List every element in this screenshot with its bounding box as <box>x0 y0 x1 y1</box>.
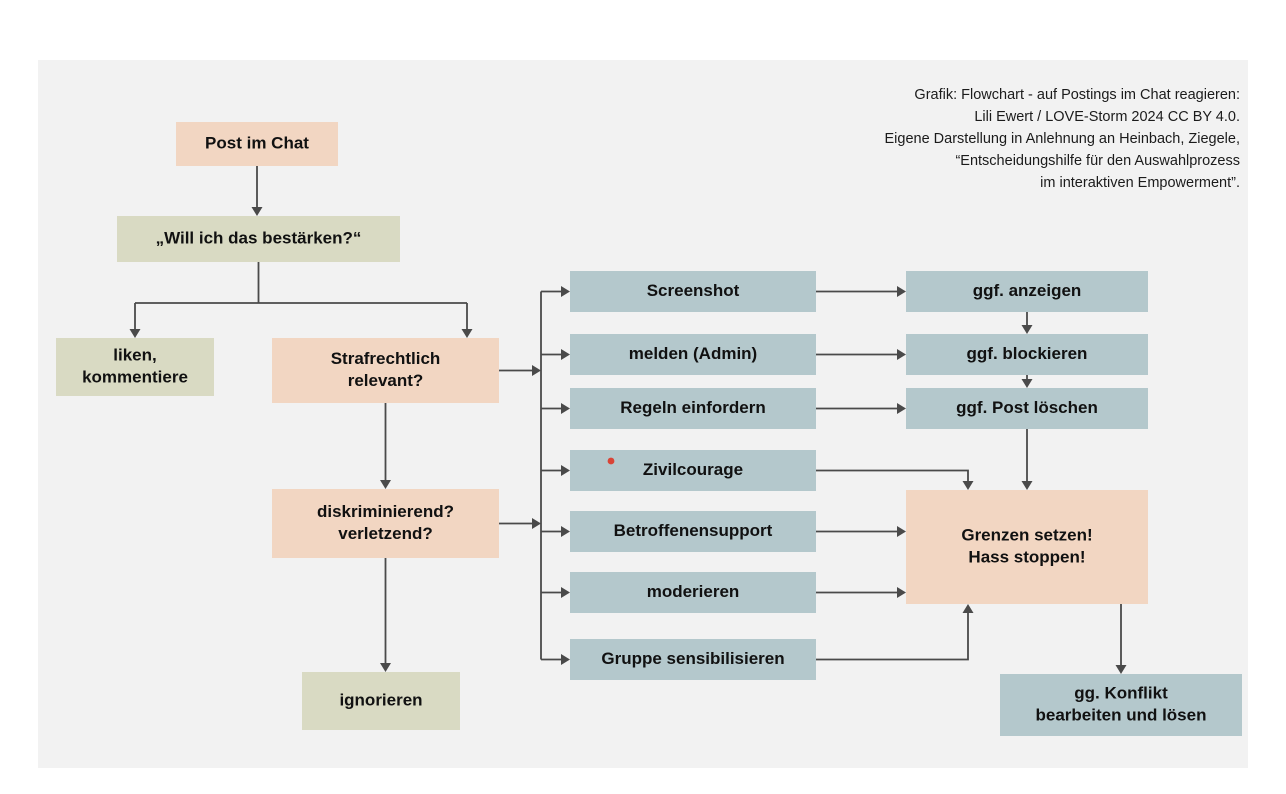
flow-node-box-zivil[interactable] <box>570 450 816 491</box>
flow-node-label-strafrecht: Strafrechtlich <box>331 349 441 368</box>
flow-node-zivil[interactable]: Zivilcourage <box>570 450 816 491</box>
flow-node-konflikt[interactable]: gg. Konflikt bearbeiten und lösen <box>1000 674 1242 736</box>
flow-node-label-grenzen: Hass stoppen! <box>968 547 1085 566</box>
flow-node-box-konflikt[interactable] <box>1000 674 1242 736</box>
flow-node-label-grenzen: Grenzen setzen! <box>961 525 1092 544</box>
flow-node-box-gruppe[interactable] <box>570 639 816 680</box>
flow-node-box-melden[interactable] <box>570 334 816 375</box>
flow-node-support[interactable]: Betroffenensupport <box>570 511 816 552</box>
flow-node-label-ignorieren: ignorieren <box>339 690 422 709</box>
credit-line-2: Eigene Darstellung in Anlehnung an Heinb… <box>885 131 1241 147</box>
flow-node-label-regeln: Regeln einfordern <box>620 398 765 417</box>
flow-node-label-support: Betroffenensupport <box>614 521 773 540</box>
flow-node-label-konflikt: gg. Konflikt <box>1074 683 1168 702</box>
node-layer: Post im Chat „Will ich das bestärken?“ lik… <box>56 122 1242 736</box>
flow-node-label-diskrim: verletzend? <box>338 524 432 543</box>
flow-node-label-blockieren: ggf. blockieren <box>967 344 1088 363</box>
flow-node-label-anzeigen: ggf. anzeigen <box>973 281 1082 300</box>
credit-line-0: Grafik: Flowchart - auf Postings im Chat… <box>914 87 1240 103</box>
flow-node-grenzen[interactable]: Grenzen setzen! Hass stoppen! <box>906 490 1148 604</box>
flow-node-label-melden: melden (Admin) <box>629 344 757 363</box>
flow-node-box-regeln[interactable] <box>570 388 816 429</box>
flow-node-diskrim[interactable]: diskriminierend? verletzend? <box>272 489 499 558</box>
flow-node-post[interactable]: Post im Chat <box>176 122 338 166</box>
flow-node-label-loeschen: ggf. Post löschen <box>956 398 1098 417</box>
flow-node-label-liken: kommentiere <box>82 367 188 386</box>
credit-line-1: Lili Ewert / LOVE-Storm 2024 CC BY 4.0. <box>974 109 1240 125</box>
flow-node-label-gruppe: Gruppe sensibilisieren <box>601 649 784 668</box>
flow-node-screenshot[interactable]: Screenshot <box>570 271 816 312</box>
flow-node-box-post[interactable] <box>176 122 338 166</box>
flow-node-label-konflikt: bearbeiten und lösen <box>1036 705 1207 724</box>
flow-node-label-post: Post im Chat <box>205 133 309 152</box>
flow-node-box-blockieren[interactable] <box>906 334 1148 375</box>
flow-node-label-screenshot: Screenshot <box>647 281 740 300</box>
flow-node-loeschen[interactable]: ggf. Post löschen <box>906 388 1148 429</box>
flow-node-moderieren[interactable]: moderieren <box>570 572 816 613</box>
flow-node-label-zivil: Zivilcourage <box>643 460 743 479</box>
flow-node-box-grenzen[interactable] <box>906 490 1148 604</box>
flow-node-box-ignorieren[interactable] <box>302 672 460 730</box>
flow-node-box-diskrim[interactable] <box>272 489 499 558</box>
connector-layer <box>129 166 1127 674</box>
flow-node-label-moderieren: moderieren <box>647 582 740 601</box>
flow-node-box-loeschen[interactable] <box>906 388 1148 429</box>
flow-node-label-diskrim: diskriminierend? <box>317 502 454 521</box>
flow-node-liken[interactable]: liken, kommentiere <box>56 338 214 396</box>
flow-node-anzeigen[interactable]: ggf. anzeigen <box>906 271 1148 312</box>
credit-line-4: im interaktiven Empowerment”. <box>1040 175 1240 191</box>
flow-node-box-anzeigen[interactable] <box>906 271 1148 312</box>
credit-text-block: Grafik: Flowchart - auf Postings im Chat… <box>885 87 1241 191</box>
flow-node-strafrecht[interactable]: Strafrechtlich relevant? <box>272 338 499 403</box>
flow-node-regeln[interactable]: Regeln einfordern <box>570 388 816 429</box>
credit-line-3: “Entscheidungshilfe für den Auswahlproze… <box>955 153 1240 169</box>
flow-node-gruppe[interactable]: Gruppe sensibilisieren <box>570 639 816 680</box>
flow-node-box-liken[interactable] <box>56 338 214 396</box>
flow-node-label-bestaerken: „Will ich das bestärken?“ <box>156 228 362 247</box>
flow-node-box-bestaerken[interactable] <box>117 216 400 262</box>
flow-node-blockieren[interactable]: ggf. blockieren <box>906 334 1148 375</box>
flow-node-box-moderieren[interactable] <box>570 572 816 613</box>
flow-node-label-strafrecht: relevant? <box>348 371 424 390</box>
flow-node-bestaerken[interactable]: „Will ich das bestärken?“ <box>117 216 400 262</box>
flow-node-box-support[interactable] <box>570 511 816 552</box>
flow-node-melden[interactable]: melden (Admin) <box>570 334 816 375</box>
flow-node-label-liken: liken, <box>113 345 156 364</box>
red-dot-marker-icon <box>607 457 615 465</box>
flow-node-box-screenshot[interactable] <box>570 271 816 312</box>
flow-node-ignorieren[interactable]: ignorieren <box>302 672 460 730</box>
flow-node-box-strafrecht[interactable] <box>272 338 499 403</box>
